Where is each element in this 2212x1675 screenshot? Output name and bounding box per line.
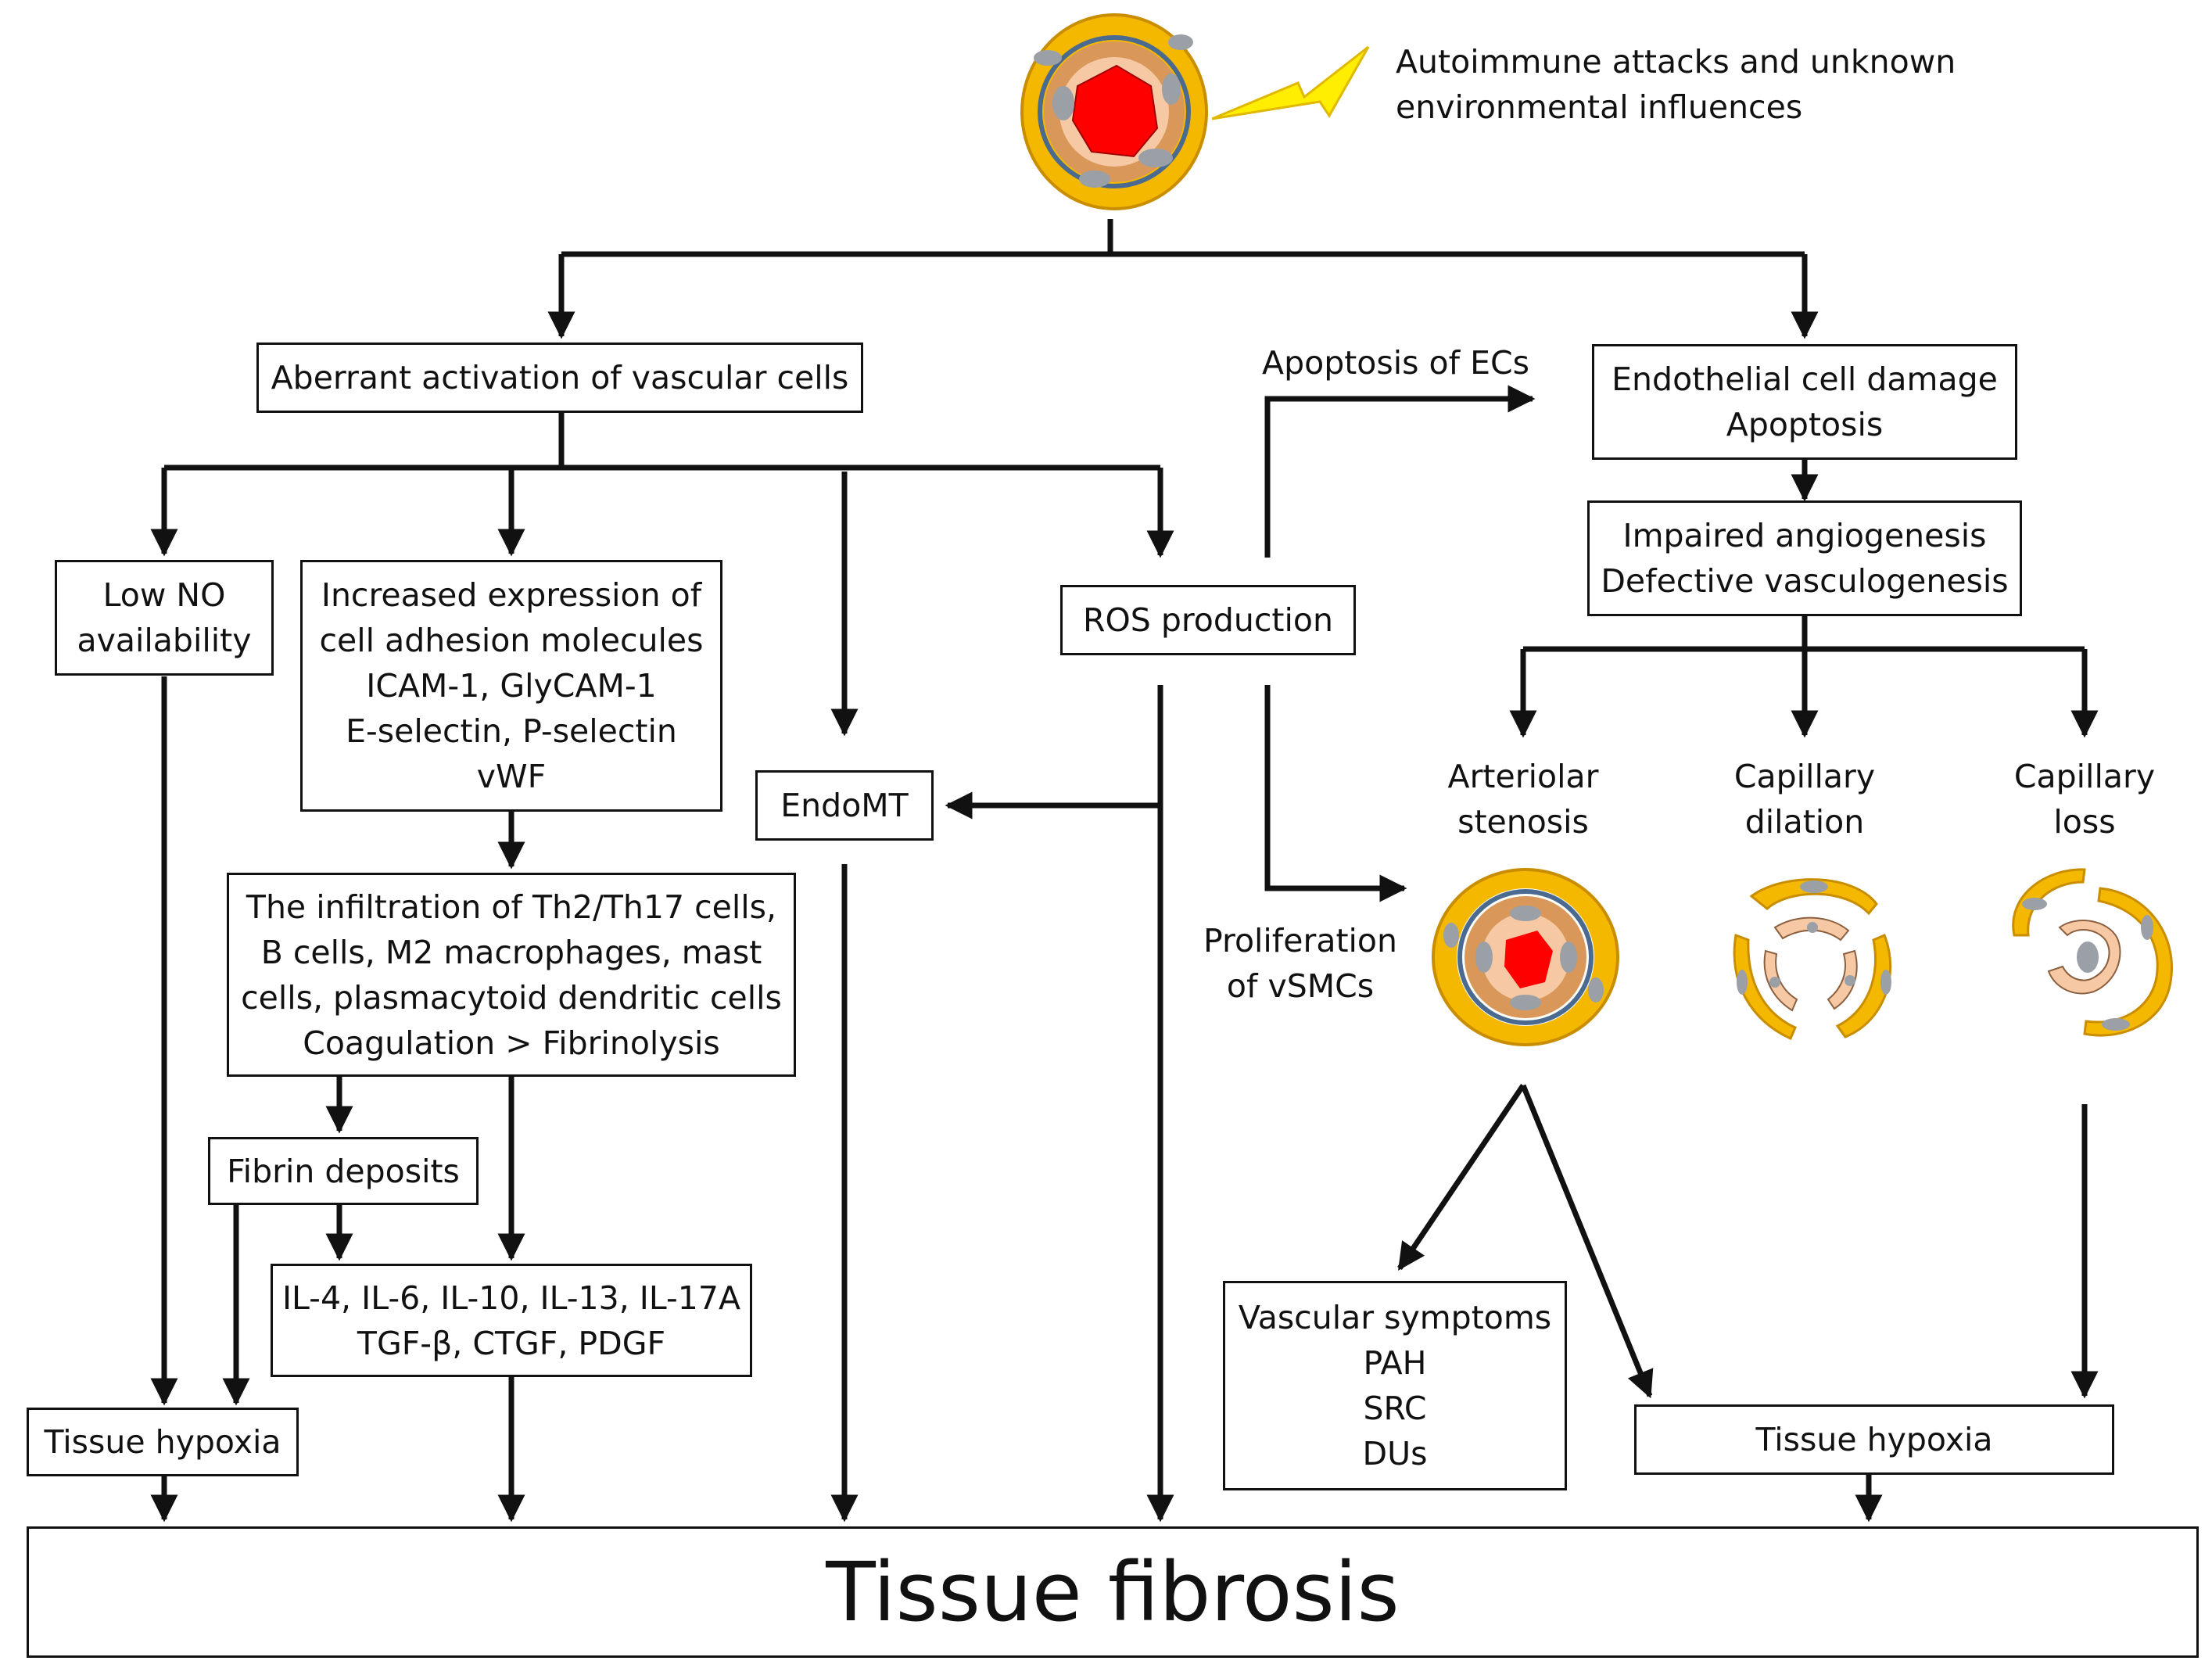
arrow-stenosis-to-symptoms — [1397, 1084, 1525, 1271]
arrow-stenosis-to-hypoxia — [1520, 1084, 1654, 1399]
interleukins-box: IL-4, IL-6, IL-10, IL-13, IL-17A TGF-β, … — [271, 1264, 752, 1377]
capillary-dilation-label: Capillary dilation — [1733, 758, 1876, 841]
impaired-angiogenesis-box: Impaired angiogenesis Defective vasculog… — [1587, 500, 2022, 616]
arrow-apoptosis-ecs — [1264, 385, 1536, 558]
lightning-bolt-icon — [1212, 45, 1370, 120]
tissue-fibrosis-box: Tissue fibrosis — [27, 1526, 2199, 1658]
tissue-hypoxia-right-box: Tissue hypoxia — [1634, 1404, 2114, 1475]
fibrin-deposits-box: Fibrin deposits — [208, 1137, 479, 1205]
trigger-label: Autoimmune attacks and unknown environme… — [1396, 43, 1956, 126]
capillary-loss-label: Capillary loss — [2013, 758, 2156, 841]
low-no-box: Low NO availability — [55, 560, 274, 676]
arteriolar-stenosis-label: Arteriolar stenosis — [1447, 758, 1599, 841]
tissue-hypoxia-left-box: Tissue hypoxia — [27, 1408, 299, 1476]
aberrant-activation-box: Aberrant activation of vascular cells — [256, 343, 863, 413]
apoptosis-ecs-label: Apoptosis of ECs — [1262, 344, 1529, 382]
endomt-box: EndoMT — [755, 770, 934, 841]
vascular-symptoms-box: Vascular symptoms PAH SRC DUs — [1223, 1281, 1567, 1490]
vessel-cross-section-illustration — [1020, 13, 1208, 210]
adhesion-molecules-box: Increased expression of cell adhesion mo… — [300, 560, 722, 812]
proliferation-vsmc-label: Proliferation of vSMCs — [1203, 922, 1397, 1005]
arteriolar-stenosis-illustration — [1432, 868, 1619, 1046]
arrow-proliferation-vsmc — [1264, 685, 1407, 902]
capillary-loss-illustration — [2012, 868, 2173, 1037]
cell-infiltration-box: The infiltration of Th2/Th17 cells, B ce… — [227, 873, 796, 1077]
capillary-dilation-illustration — [1733, 878, 1892, 1040]
ros-production-box: ROS production — [1060, 585, 1356, 655]
endothelial-damage-box: Endothelial cell damage Apoptosis — [1592, 344, 2017, 460]
